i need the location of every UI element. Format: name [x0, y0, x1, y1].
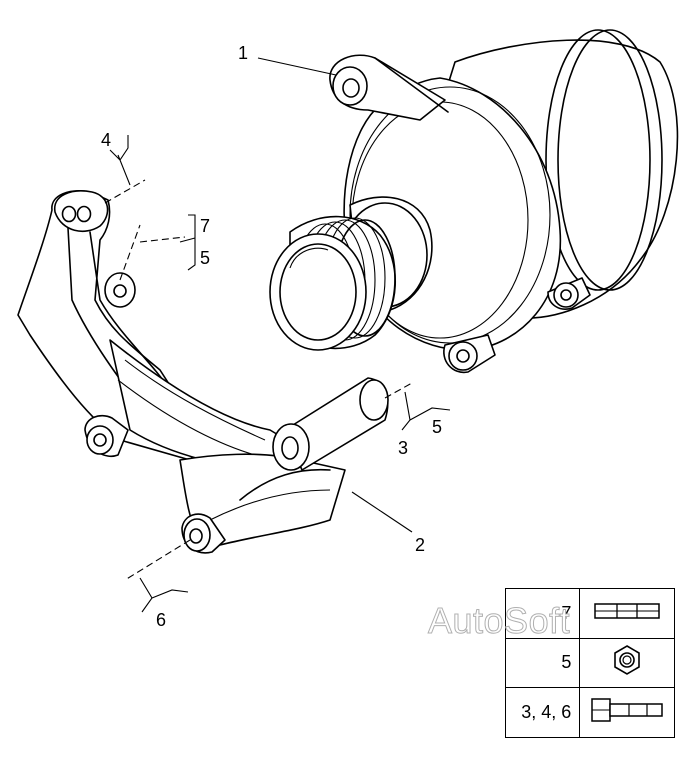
bolt-icon	[591, 698, 663, 722]
callout-1: 1	[238, 43, 248, 63]
legend-row: 3, 4, 6	[504, 687, 675, 738]
legend-label: 5	[504, 637, 581, 689]
legend-label: 7	[504, 588, 581, 639]
callout-7: 7	[200, 216, 210, 236]
callout-6: 6	[156, 610, 166, 630]
alternator	[269, 29, 679, 374]
callout-5-upper: 5	[200, 248, 210, 268]
nut-icon	[614, 645, 640, 676]
fastener-legend: 7 5 3, 4, 6	[504, 588, 675, 738]
leader-lines	[104, 57, 451, 613]
pin-icon	[594, 603, 660, 619]
mounting-bracket	[17, 190, 389, 554]
watermark: AutoSoft	[427, 600, 571, 642]
callout-3: 3	[398, 438, 408, 458]
callout-5-right: 5	[432, 417, 442, 437]
legend-row: 5	[504, 637, 675, 689]
legend-label: 3, 4, 6	[504, 687, 581, 738]
callout-2: 2	[415, 535, 425, 555]
callout-4: 4	[101, 130, 111, 150]
